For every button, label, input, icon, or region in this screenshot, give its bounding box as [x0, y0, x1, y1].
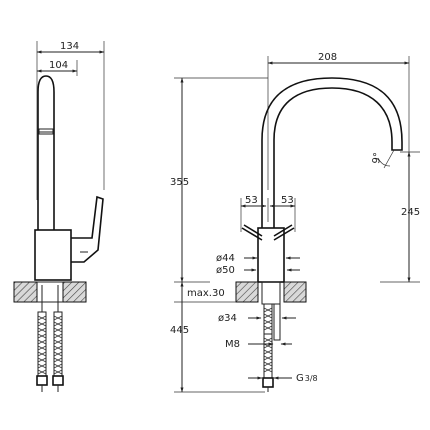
hose-thread-fraction: 3/8	[305, 374, 318, 383]
dim-side-total-width: 134	[60, 41, 79, 52]
dim-side-spout-width: 104	[49, 60, 68, 71]
hose-thread-prefix: G	[296, 373, 304, 384]
dim-mount-diameter: ø34	[218, 313, 237, 324]
dim-max-counter-thickness: max.30	[187, 288, 225, 299]
front-view: 355 208 245 9° 53 53 ø44	[170, 52, 420, 393]
dim-hose-thread: G3/8	[296, 373, 318, 384]
dim-body-height: 355	[170, 177, 189, 188]
front-hoses	[262, 303, 281, 392]
side-view: 134 104	[13, 41, 105, 392]
dim-lever-right: 53	[281, 195, 294, 206]
dim-spout-height: 245	[401, 207, 420, 218]
side-hoses	[36, 285, 64, 392]
dim-base-diameter: ø50	[216, 265, 235, 276]
front-counter-right	[283, 281, 307, 303]
dim-lever-left: 53	[245, 195, 258, 206]
side-counter-left	[13, 281, 38, 303]
dim-outlet-angle: 9°	[371, 152, 384, 165]
dim-body-diameter: ø44	[216, 253, 235, 264]
front-counter-left	[235, 281, 259, 303]
front-spout	[261, 77, 403, 228]
side-spout-tube	[37, 75, 55, 230]
side-counter-right	[62, 281, 87, 303]
dim-stud-thread: M8	[225, 339, 240, 350]
dim-spout-reach: 208	[318, 52, 337, 63]
side-lever	[71, 195, 104, 263]
dim-below-counter: 445	[170, 325, 189, 336]
side-body	[34, 229, 72, 281]
